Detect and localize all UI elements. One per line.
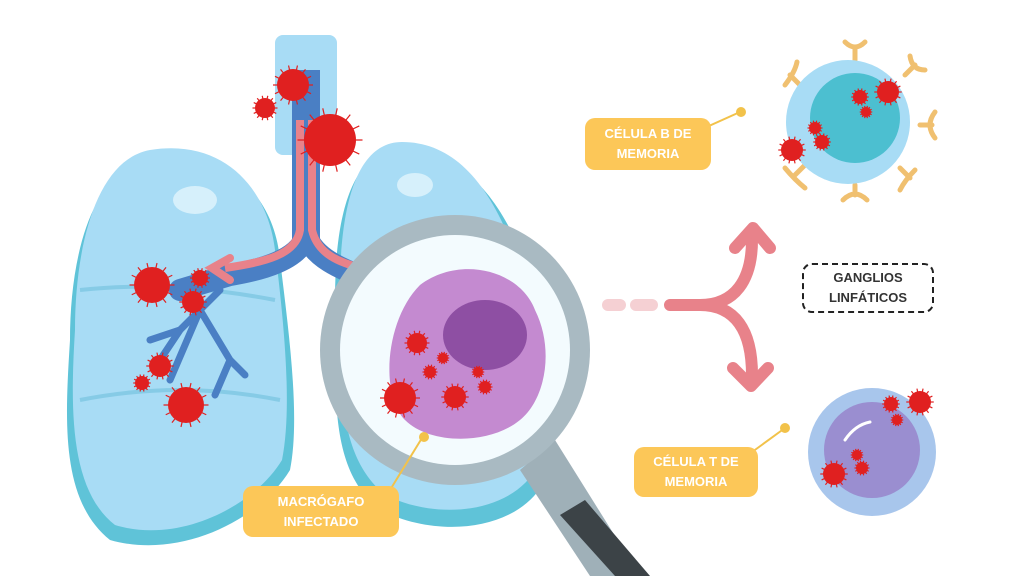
virus-particle [129, 262, 175, 308]
label-line: MEMORIA [664, 474, 728, 489]
label-line: GANGLIOS [833, 270, 903, 285]
virus-particle [404, 330, 430, 356]
label-infected-macrophage: MACRÓGAFO INFECTADO [243, 486, 399, 537]
virus-particle [380, 378, 420, 418]
memory-t-cell [808, 388, 936, 516]
virus-particle [441, 383, 469, 411]
memory-b-cell [782, 39, 938, 203]
virus-particle [851, 88, 869, 106]
virus-particle [146, 352, 174, 380]
virus-particle [890, 413, 904, 427]
viruses [129, 65, 934, 488]
label-memory-t-cell: CÉLULA T DE MEMORIA [634, 447, 758, 497]
virus-particle [906, 388, 934, 416]
virus-particle [859, 105, 873, 119]
label-line: MACRÓGAFO [277, 493, 365, 509]
virus-particle [163, 382, 209, 428]
virus-particle [179, 288, 207, 316]
label-lymph-nodes: GANGLIOS LINFÁTICOS [802, 263, 934, 313]
callout-dots [419, 107, 790, 442]
virus-particle [850, 448, 864, 462]
label-line: CÉLULA T DE [653, 454, 739, 469]
virus-particle [820, 460, 848, 488]
pathway-arrows [602, 222, 776, 392]
virus-particle [854, 460, 870, 476]
virus-particle [477, 379, 493, 395]
virus-particle [807, 120, 823, 136]
virus-particle [422, 364, 438, 380]
virus-particle [436, 351, 450, 365]
virus-particle [874, 78, 902, 106]
virus-particle [273, 65, 313, 105]
virus-particle [778, 136, 806, 164]
virus-particle [252, 95, 278, 121]
label-memory-b-cell: CÉLULA B DE MEMORIA [585, 118, 711, 170]
virus-particle [297, 108, 363, 172]
label-line: CÉLULA B DE [604, 126, 692, 141]
virus-particle [133, 374, 151, 392]
virus-particle [190, 268, 210, 288]
label-line: LINFÁTICOS [829, 290, 907, 305]
virus-particle [471, 365, 485, 379]
magnifying-glass [320, 215, 650, 576]
virus-particle [813, 133, 831, 151]
label-line: INFECTADO [283, 513, 359, 529]
virus-particle [882, 395, 900, 413]
label-line: MEMORIA [616, 146, 680, 161]
